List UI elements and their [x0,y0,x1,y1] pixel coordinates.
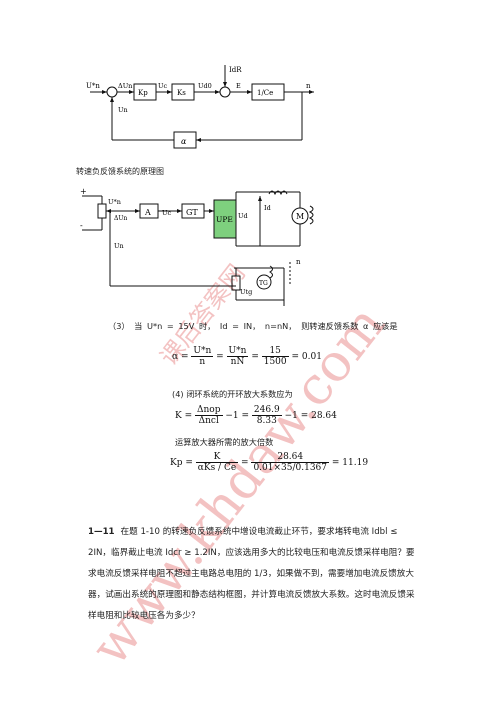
upe-box [213,199,237,239]
item4-k-f1-num: Δnop [195,405,223,416]
problem-text: 在题 1-10 的转速负反馈系统中增设电流截止环节，要求堵转电流 Idbl ≤ … [88,527,415,621]
label-id: Id [264,204,271,212]
label-e: E [236,82,241,90]
block-diagram: U*n ΔUn Kp Uc Ks Ud0 IdR E 1/Ce n Un α [86,65,314,149]
item4-kp-f1-num: K [195,452,239,463]
item4-k-tail: −1 = 28.64 [284,411,337,421]
label-m: M [296,212,304,221]
label-ud: Ud [238,212,248,220]
label-minus: - [80,221,83,230]
schematic-diagram: + - U*n ΔUn A Uc GT UPE Ud Id M Un n TG … [80,187,314,306]
label-out-n: n [306,82,311,90]
item3-f2-num: U*n [226,346,249,357]
label-a: A [144,208,151,217]
label-utg: Utg [240,288,252,296]
item3-result: = 0.01 [291,352,322,362]
item4-kp-f2-num: 28.64 [251,452,330,463]
label-gt: GT [186,208,198,217]
item3-f1-den: n [199,357,206,367]
label-ud0: Ud0 [198,82,212,90]
label-delta-u: ΔUn [118,82,132,90]
label-plus: + [80,187,87,196]
label-alpha: α [181,137,187,146]
item4-kp-f2-den: 0.01×35/0.1367 [253,463,328,473]
label-un-star: U*n [108,198,121,206]
label-un: Un [118,106,128,114]
label-uc2: Uc [162,209,171,217]
item3-f3-num: 15 [261,346,289,357]
label-kp: Kp [138,89,148,97]
label-delta-un: ΔUn [114,215,127,222]
item4-lead: (4) 闭环系统的开环放大系数应为 [172,389,293,399]
label-tg: TG [259,280,268,287]
item4-k-f1-den: Δncl [198,416,219,426]
item4-k-lhs: K = [175,411,193,421]
item3-lhs: α = [172,352,189,362]
problem-number: 1—11 [88,527,115,537]
diagram1-caption: 转速负反馈系统的原理图 [76,167,164,176]
item3-f1-num: U*n [191,346,214,357]
label-un2: Un [114,242,124,250]
item4-amp-label: 运算放大器所需的放大倍数 [175,437,274,447]
item4-kp-result: = 11.19 [331,458,369,468]
label-ks: Ks [177,89,186,97]
label-input: U*n [86,82,100,90]
label-idr: IdR [229,66,242,74]
item3-lead: （3） 当 U*n = 15V 时， Id = IN， n=nN， 则转速反馈系… [108,321,398,331]
label-inv-ce: 1/Ce [257,89,273,97]
label-upe: UPE [216,215,233,224]
item3-f2-den: nN [230,357,245,367]
label-n: n [296,258,301,266]
item4-k-f2-den: 8.33 [256,416,277,426]
item4-k-f2-num: 246.9 [251,405,282,416]
item4-kp-f1-den: αKs / Ce [197,463,237,473]
label-uc: Uc [158,82,167,90]
item3-f3-den: 1500 [263,357,287,367]
item4-kp-lhs: Kp = [170,458,193,468]
